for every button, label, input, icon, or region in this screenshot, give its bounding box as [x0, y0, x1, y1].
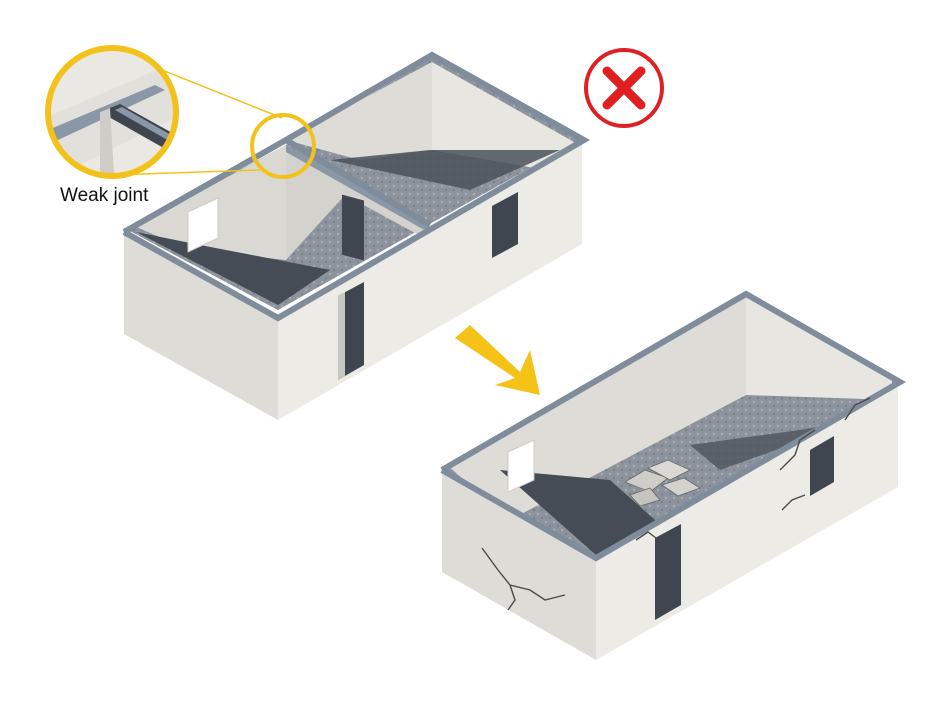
front-door-after	[655, 524, 681, 620]
wall-top-outline	[122, 51, 591, 322]
transition-arrow-icon	[455, 325, 540, 395]
floor-shadow-left	[136, 232, 330, 305]
wall-top-partition	[284, 137, 432, 228]
partition-wall	[286, 145, 428, 232]
front-door-jamb	[338, 292, 345, 380]
partition-door-opening	[342, 194, 364, 261]
back-wall-right-room	[286, 62, 432, 160]
building-after	[440, 290, 907, 660]
x-mark-icon	[584, 48, 664, 128]
building-before	[122, 51, 591, 420]
wall-top-outline-after	[440, 290, 907, 562]
zoom-ring	[45, 45, 179, 179]
front-left-wall-after	[442, 470, 596, 660]
zoom-detail	[48, 48, 176, 176]
right-window	[492, 192, 518, 258]
partition-wall-face	[286, 152, 428, 260]
right-inner-wall	[432, 62, 574, 175]
front-left-wall	[124, 232, 278, 420]
rubble-pile	[624, 459, 701, 507]
left-window	[187, 197, 219, 253]
weak-joint-callout	[45, 45, 316, 179]
weak-joint-label: Weak joint	[60, 185, 149, 206]
wall-cracks	[481, 397, 871, 611]
joint-highlight-ring	[250, 113, 316, 179]
floor-shadow-right	[330, 150, 560, 190]
left-window-after	[507, 439, 535, 493]
right-inner-wall-after	[746, 297, 892, 400]
right-window-after	[810, 436, 834, 496]
